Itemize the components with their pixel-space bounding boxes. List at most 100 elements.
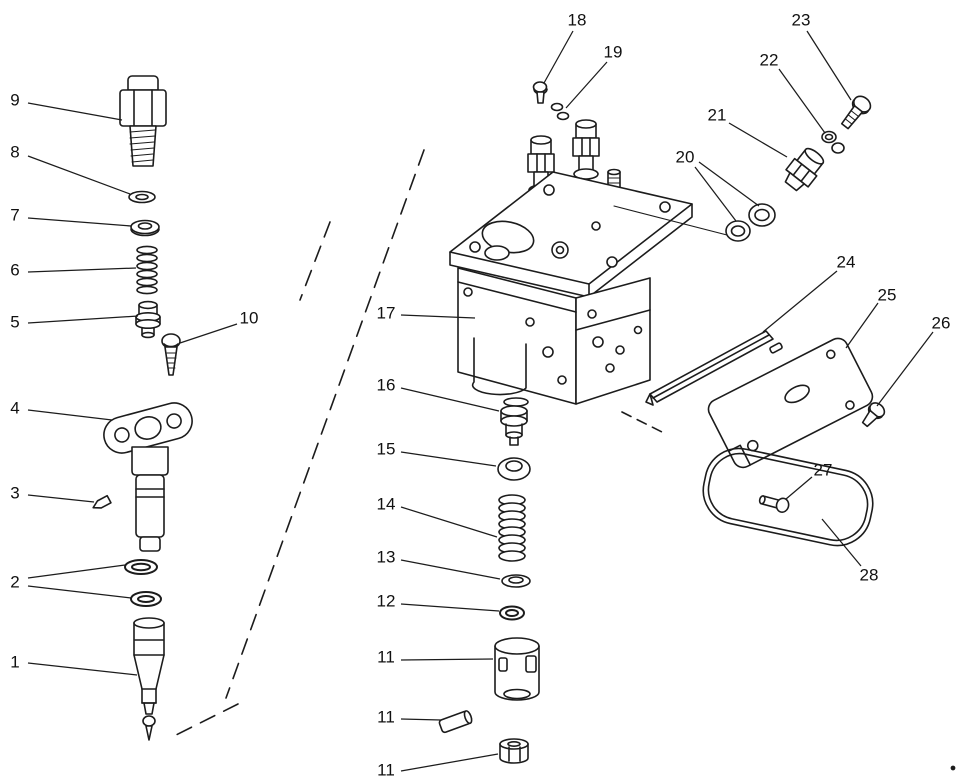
callout-26: 26 [932, 314, 951, 333]
callout-17: 17 [377, 304, 396, 323]
leader-line-4 [27, 409, 113, 421]
callout-12: 12 [377, 592, 396, 611]
callout-4: 4 [10, 399, 19, 418]
stray-dot [950, 765, 956, 771]
part-11-pin [438, 710, 473, 734]
leader-line-25 [845, 302, 879, 349]
part-21-fitting [784, 147, 825, 192]
callout-11: 11 [377, 708, 395, 727]
callout-10: 10 [240, 309, 259, 328]
leader-line-22 [778, 68, 826, 134]
leader-line-5 [27, 315, 139, 324]
leader-line-17 [400, 314, 476, 319]
leader-line-9 [27, 102, 123, 121]
leader-line-15 [400, 451, 497, 467]
part-6-spring [136, 245, 158, 295]
callout-13: 13 [377, 548, 396, 567]
leader-line-12 [400, 603, 500, 612]
part-23-bolt [840, 95, 872, 130]
part-28-gasket-loop [702, 447, 874, 547]
leader-line-24 [762, 270, 838, 333]
part-11-barrel [494, 637, 540, 701]
part-22-washers [821, 130, 845, 154]
part-20-washers [725, 203, 776, 242]
callout-27: 27 [814, 461, 833, 480]
leader-line-21 [728, 122, 788, 158]
callout-18: 18 [568, 11, 587, 30]
callout-20: 20 [676, 148, 695, 167]
part-3-dowel-pin [92, 494, 112, 509]
callout-11: 11 [377, 761, 395, 780]
part-11-nut [499, 738, 529, 764]
leader-line-20 [694, 166, 737, 222]
leader-line-19 [565, 61, 608, 109]
mounting-axis-line [613, 205, 728, 236]
leader-line-27 [785, 476, 813, 500]
leader-line-11 [400, 658, 494, 661]
part-24-retainer-strip [645, 330, 783, 406]
leader-line-20 [698, 161, 760, 207]
injector-body [131, 446, 169, 552]
part-25-side-cover [707, 337, 874, 469]
part-2-o-rings [124, 559, 162, 607]
leader-line-23 [806, 30, 852, 101]
alignment-dashed-lines [169, 149, 667, 739]
leader-line-11 [400, 753, 499, 772]
leader-line-28 [821, 518, 862, 567]
part-19-washers [550, 102, 570, 121]
part-7-washer [130, 219, 160, 237]
callout-15: 15 [377, 440, 396, 459]
part-10-screw [161, 333, 181, 376]
part-14-spring [498, 494, 526, 562]
callout-3: 3 [10, 484, 19, 503]
part-15-bushing [497, 457, 531, 481]
callout-23: 23 [792, 11, 811, 30]
part-17-pump-body [457, 267, 651, 407]
callout-6: 6 [10, 261, 19, 280]
part-13-washer [501, 574, 531, 588]
leader-line-26 [876, 331, 934, 407]
leader-lines [27, 30, 934, 772]
callout-14: 14 [377, 495, 396, 514]
part-12-o-ring [499, 605, 525, 621]
part-26-screw [861, 402, 886, 428]
callout-21: 21 [708, 106, 727, 125]
leader-line-11 [400, 718, 442, 721]
part-27-screw [758, 495, 790, 513]
callout-22: 22 [760, 51, 779, 70]
callout-7: 7 [10, 206, 19, 225]
fuel-fitting-right [572, 119, 600, 180]
leader-line-18 [543, 30, 574, 84]
part-4-mounting-flange [103, 402, 193, 454]
callout-11: 11 [377, 648, 395, 667]
leader-line-1 [27, 662, 138, 676]
callout-19: 19 [604, 43, 623, 62]
leader-line-2 [27, 564, 126, 579]
leader-line-16 [400, 387, 500, 412]
callout-5: 5 [10, 313, 19, 332]
part-9-cap-nut [119, 75, 167, 167]
leader-line-14 [400, 506, 498, 538]
pump-top-plate [449, 171, 693, 298]
leader-line-8 [27, 155, 131, 195]
callout-1: 1 [10, 653, 19, 672]
callout-24: 24 [837, 253, 856, 272]
callout-28: 28 [860, 566, 879, 585]
leader-line-7 [27, 217, 132, 227]
leader-line-10 [179, 323, 238, 344]
part-16-valve-holder [500, 405, 528, 446]
callout-2: 2 [10, 573, 19, 592]
callout-9: 9 [10, 91, 19, 110]
part-18-screw [532, 81, 548, 104]
part-8-washer [128, 190, 156, 204]
callout-25: 25 [878, 286, 897, 305]
part-1-nozzle [133, 617, 165, 741]
leader-line-13 [400, 559, 501, 580]
leader-line-2 [27, 585, 132, 599]
leader-line-6 [27, 267, 137, 273]
part-5-valve [135, 300, 161, 339]
callout-16: 16 [377, 376, 396, 395]
